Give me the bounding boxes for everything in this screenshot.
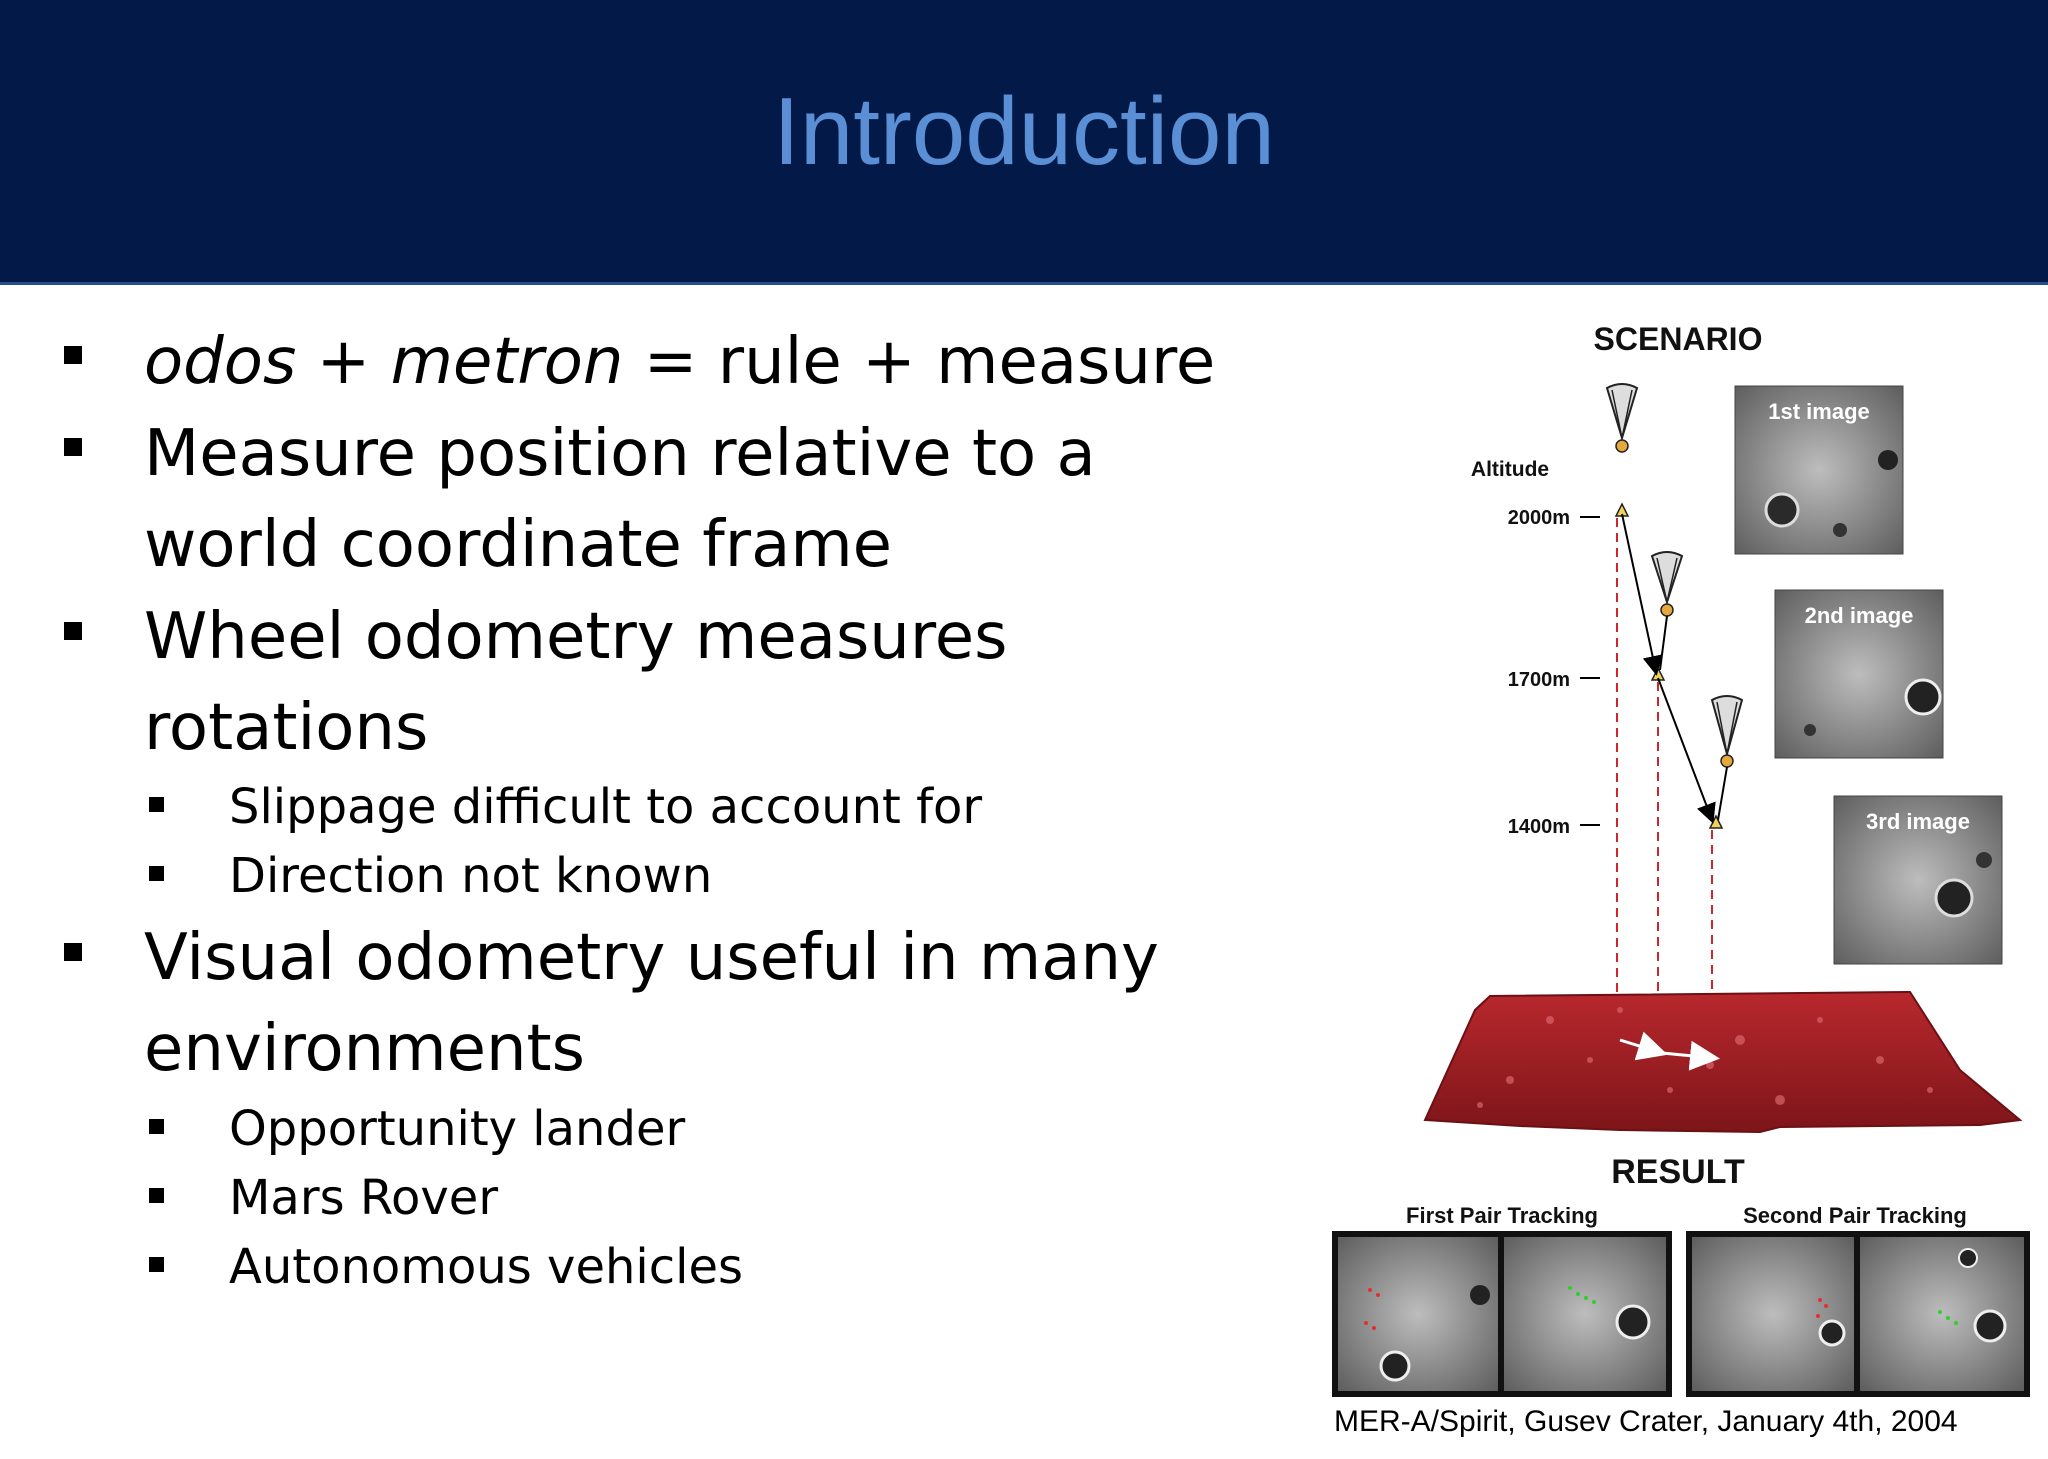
mars-terrain <box>1423 990 2023 1134</box>
term-odos: odos <box>144 325 297 399</box>
camera-image-2: 2nd image <box>1774 589 1944 759</box>
term-metron: metron <box>390 325 624 399</box>
bullet-marker <box>64 438 82 456</box>
scenario-label: SCENARIO <box>1594 321 1763 357</box>
second-pair-images <box>1686 1231 2030 1397</box>
parachute-3 <box>1708 695 1744 829</box>
sub-bullet-opportunity: Opportunity lander <box>229 1101 686 1157</box>
sub-bullet-direction: Direction not known <box>229 848 713 904</box>
bullet-marker <box>64 943 82 961</box>
descent-figure: SCENARIO Altitude 2000m 1700m 1400m <box>1332 321 2030 1397</box>
image-3-label: 3rd image <box>1866 809 1970 834</box>
altitude-axis-label: Altitude <box>1471 458 1549 481</box>
bullet-measure-line1: Measure position relative to a <box>144 417 1096 491</box>
result-label: RESULT <box>1611 1153 1745 1191</box>
sub-bullet-marker <box>149 1257 164 1272</box>
bullet-wheel-line2: rotations <box>144 691 429 765</box>
bullet-measure-line2: world coordinate frame <box>144 508 893 582</box>
altitude-ticks: 2000m 1700m 1400m <box>1508 507 1600 838</box>
sub-bullet-marker <box>149 1188 164 1203</box>
title-bar: Introduction <box>0 0 2048 285</box>
sub-bullet-marker <box>149 1119 164 1134</box>
figure-caption: MER-A/Spirit, Gusev Crater, January 4th,… <box>1334 1405 1958 1438</box>
sub-bullet-mars-rover: Mars Rover <box>229 1170 499 1226</box>
descent-trajectory <box>1621 513 1728 824</box>
second-pair-label: Second Pair Tracking <box>1743 1203 1967 1228</box>
etymology-meaning: = rule + measure <box>623 325 1216 399</box>
first-pair-images <box>1332 1231 1672 1397</box>
sub-bullet-marker <box>149 866 164 881</box>
image-2-label: 2nd image <box>1805 603 1914 628</box>
bullet-marker <box>64 346 82 364</box>
camera-image-1: 1st image <box>1734 385 1904 555</box>
altitude-1400: 1400m <box>1508 816 1570 838</box>
plus-sign: + <box>296 325 391 399</box>
altitude-2000: 2000m <box>1508 507 1570 529</box>
slide-title: Introduction <box>773 78 1275 185</box>
camera-image-3: 3rd image <box>1833 795 2003 965</box>
parachute-1 <box>1605 383 1639 517</box>
sub-bullet-marker <box>149 797 164 812</box>
sub-bullet-slippage: Slippage difficult to account for <box>229 779 983 835</box>
sub-bullet-autonomous: Autonomous vehicles <box>229 1239 744 1295</box>
bullet-wheel-line1: Wheel odometry measures <box>144 600 1008 674</box>
image-1-label: 1st image <box>1768 399 1870 424</box>
bullet-marker <box>64 622 82 640</box>
bullet-visual-line1: Visual odometry useful in many <box>144 921 1159 995</box>
altitude-1700: 1700m <box>1508 669 1570 691</box>
bullet-visual-line2: environments <box>144 1012 585 1086</box>
first-pair-label: First Pair Tracking <box>1406 1203 1598 1228</box>
bullet-etymology: odos + metron = rule + measure <box>144 330 1215 394</box>
